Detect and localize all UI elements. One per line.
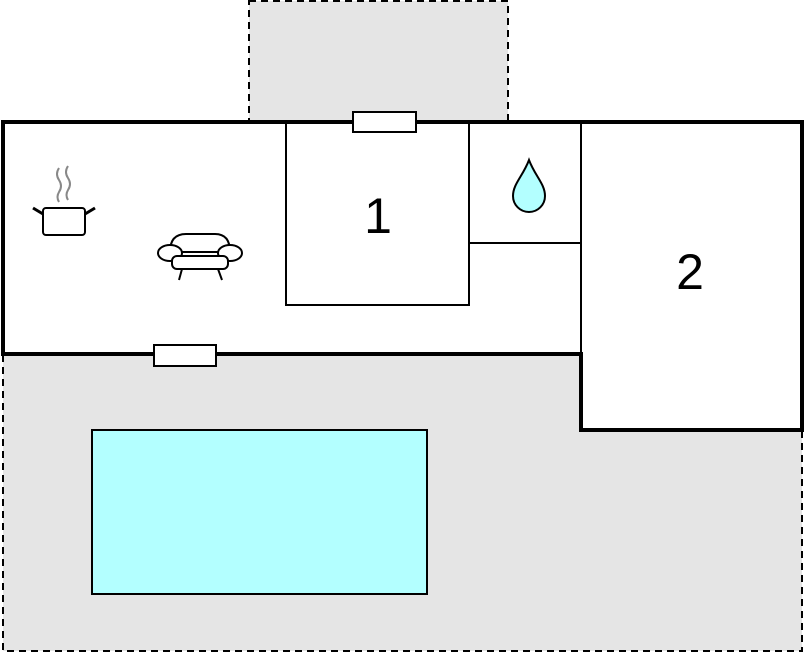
cooking-pot-icon [32, 165, 96, 236]
exterior-wall [1, 120, 804, 432]
room-2-label: 2 [676, 244, 704, 300]
room-1-outline [285, 121, 470, 306]
room-1-label: 1 [364, 188, 392, 244]
terrace-top [248, 0, 509, 123]
sofa-icon [157, 233, 243, 281]
window-top [352, 111, 417, 133]
water-drop-icon [511, 157, 547, 213]
window-bottom [153, 344, 217, 367]
pool [91, 429, 428, 595]
